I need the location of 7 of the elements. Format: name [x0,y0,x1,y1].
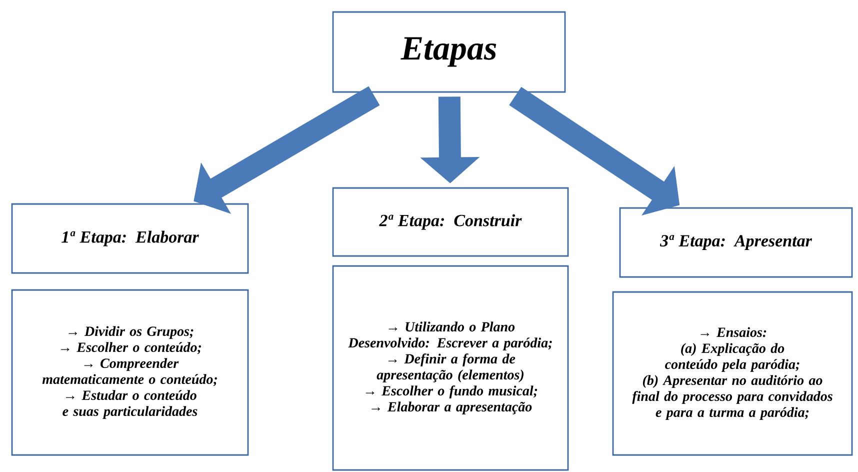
title-box: Etapas [332,11,566,93]
task-list-box: → Dividir os Grupos; → Escolher o conteúdo; → Compreender matematicamente o conteúdo; → Estudar o conteúdo e suas particularidades [11,289,249,456]
stage-box: 1ª Etapa: Elaborar [11,203,249,274]
task-list-box: → Utilizando o Plano Desenvolvido: Escrever a paródia; → Definir a forma de apresentação (elementos) → Escolher o fundo musical; → Elaborar a apresentação [332,265,569,471]
stage-box: 3ª Etapa: Apresentar [619,207,853,278]
task-list-box: → Ensaios: (a) Explicação do conteúdo pela paródia; (b) Apresentar no auditório ao final do processo para convidados e para a turma a paródia; [612,291,853,456]
stage-box: 2ª Etapa: Construir [332,187,569,257]
